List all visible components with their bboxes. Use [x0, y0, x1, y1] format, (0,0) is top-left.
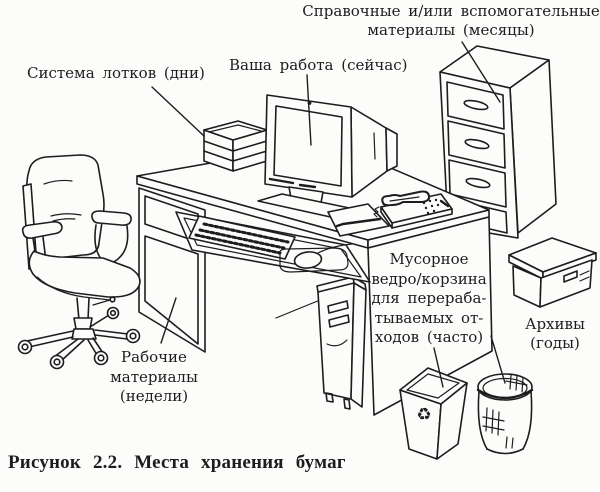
label-line: Мусорное — [389, 250, 469, 268]
label-line: Система лотков (дни) — [27, 64, 205, 82]
leader-materials — [160, 297, 177, 344]
leader-lines — [151, 41, 506, 388]
label-line: Архивы — [525, 315, 585, 333]
label-tray-system: Система лотков (дни) — [27, 64, 205, 83]
square-recycle-bin — [399, 367, 468, 460]
phone-cord — [373, 206, 380, 218]
drawer-handle — [463, 99, 489, 111]
label-line: тываемых от- — [374, 308, 484, 327]
chair-armrest-left — [21, 221, 63, 239]
monitor-screen — [273, 105, 343, 187]
mesh-hatching — [482, 374, 528, 449]
mouse-cable — [317, 243, 353, 254]
label-line: Справочные и/или вспомогательные — [302, 2, 600, 20]
label-reference-materials: Справочные и/или вспомогательные материа… — [300, 2, 600, 39]
leader-square-bin — [433, 347, 444, 388]
telephone — [373, 190, 453, 229]
round-mesh-bin — [476, 373, 534, 455]
leader-round-bin — [490, 335, 506, 384]
filing-cabinet — [439, 45, 557, 239]
paper — [327, 203, 390, 237]
mouse-recess — [279, 247, 349, 273]
label-line: для перераба- — [371, 289, 487, 307]
label-line: (недели) — [119, 387, 189, 405]
leader-reference — [461, 41, 501, 103]
keyboard-tray — [175, 211, 371, 283]
label-waste-bin: Мусорное ведро/корзина для перераба- тыв… — [356, 250, 502, 348]
label-working-materials: Рабочие материалы (недели) — [104, 348, 204, 407]
desk-side-panel — [367, 216, 493, 416]
label-line: материалы — [110, 367, 198, 386]
chair-base-hub — [71, 328, 97, 340]
letter-trays — [203, 120, 268, 172]
drawer-handle — [465, 177, 491, 189]
pen — [335, 217, 382, 228]
archive-box — [508, 237, 597, 308]
computer-tower — [316, 276, 367, 410]
pedestal-panel — [144, 235, 199, 345]
recycle-icon: ♻ — [415, 404, 433, 426]
label-line: материалы (месяцы) — [367, 20, 535, 39]
drawer-handle — [464, 138, 490, 150]
label-line: Рабочие — [121, 348, 187, 366]
chair-seat — [28, 250, 141, 298]
label-line: ведро/корзина — [371, 269, 487, 288]
mouse — [293, 251, 323, 269]
label-line: (годы) — [530, 333, 580, 352]
leader-trays — [151, 86, 205, 137]
paper-and-pen — [327, 203, 390, 237]
leader-work — [306, 74, 312, 146]
label-archives: Архивы (годы) — [507, 315, 600, 352]
figure-caption: Рисунок 2.2. Места хранения бумаг — [8, 452, 346, 473]
label-line: ходов (часто) — [374, 328, 484, 346]
label-your-work: Ваша работа (сейчас) — [229, 56, 408, 75]
office-chair — [17, 154, 141, 370]
chair-backrest — [25, 154, 105, 261]
label-line: Ваша работа (сейчас) — [229, 56, 408, 74]
chair-armrest-right — [91, 210, 132, 226]
